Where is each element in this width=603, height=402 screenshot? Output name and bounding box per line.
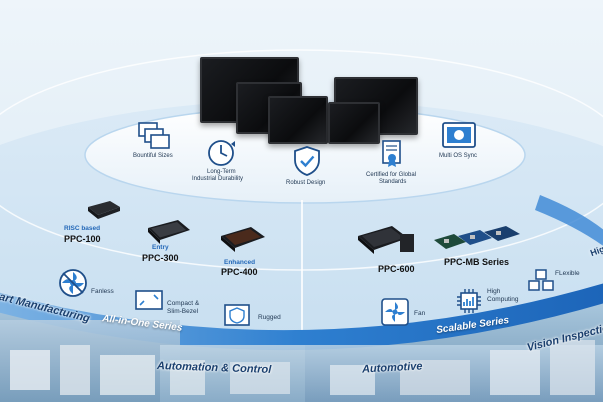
ppc-mb-boards-icon (434, 226, 520, 249)
rugged-label: Rugged (258, 314, 281, 321)
ppc600-name: PPC-600 (378, 264, 415, 274)
ppc300-device-icon (148, 220, 190, 244)
rugged-icon (224, 304, 250, 326)
flexible-label: FLexible (555, 270, 580, 277)
outer-ring (0, 49, 603, 271)
ppc400-device-icon (221, 227, 265, 252)
long-term-label-1: Long-Term (207, 169, 236, 175)
ppc300-subtitle: Entry (152, 244, 169, 251)
ppc100-subtitle: RISC based (64, 225, 101, 232)
fan-icon (381, 298, 409, 326)
high-computing-icon (457, 289, 481, 313)
display-small-right (328, 102, 380, 144)
compact-slim-icon (135, 290, 163, 310)
ppc300-name: PPC-300 (142, 253, 179, 263)
multi-os-label: Multi OS Sync (439, 153, 478, 159)
compact-label-2: Slim-Bezel (167, 308, 199, 315)
fanless-icon (59, 269, 87, 297)
certificate-icon (382, 140, 401, 167)
high-computing-label-2: Computing (487, 296, 519, 303)
ppc400-subtitle: Enhanced (224, 259, 256, 266)
bountiful-sizes-label: Bountiful Sizes (133, 153, 173, 159)
display-small-center (268, 96, 328, 144)
certified-label-1: Certified for Global (366, 172, 417, 178)
flexible-cubes-icon (528, 269, 554, 291)
right-arc (535, 195, 603, 246)
ppc100-name: PPC-100 (64, 234, 101, 244)
robust-shield-icon (294, 146, 320, 176)
ppc400-name: PPC-400 (221, 267, 258, 277)
long-term-label-2: Industrial Durability (192, 176, 244, 182)
fan-label: Fan (414, 310, 426, 317)
high-computing-label-1: High (487, 288, 501, 295)
multi-os-icon (442, 122, 476, 148)
certified-label-2: Standards (379, 179, 407, 185)
ppc100-device-icon (88, 201, 120, 219)
ppc-mb-series-name: PPC-MB Series (444, 257, 510, 267)
robust-design-label: Robust Design (286, 180, 326, 186)
bountiful-sizes-icon (138, 122, 170, 149)
ppc600-device-icon (358, 226, 414, 254)
compact-label-1: Compact & (167, 300, 200, 307)
factory-machines (10, 340, 595, 395)
fanless-label: Fanless (91, 288, 114, 295)
durability-clock-icon (208, 140, 235, 166)
